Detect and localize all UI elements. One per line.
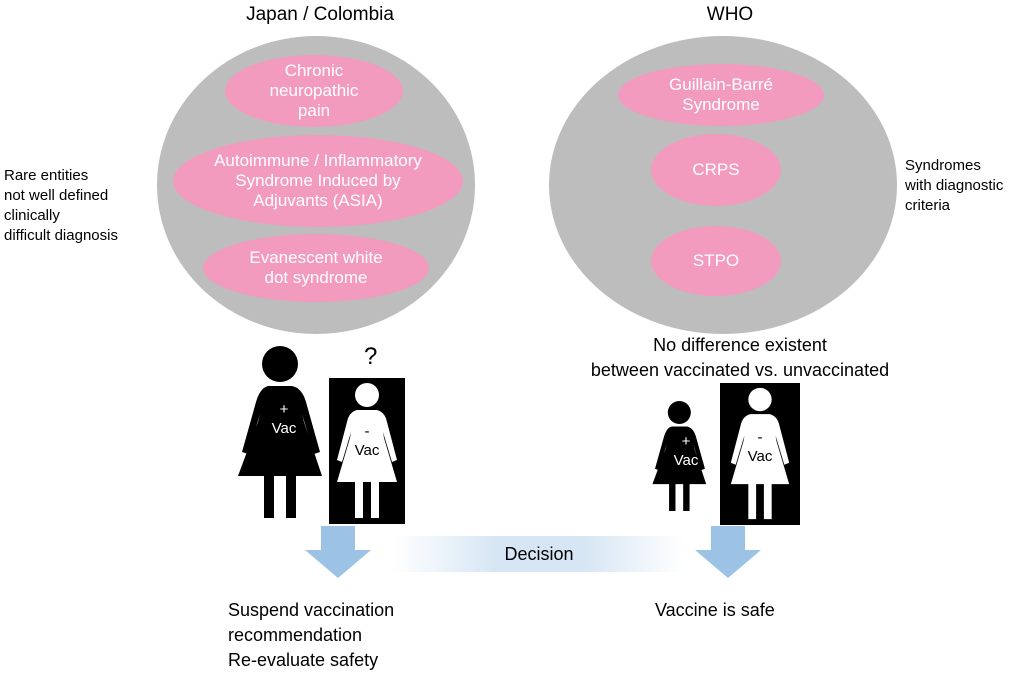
unvaccinated-woman-icon — [337, 383, 397, 518]
right-vaccinated-label: + Vac — [666, 432, 706, 470]
plus-sign: + — [279, 401, 289, 418]
left-heading: Japan / Colombia — [246, 4, 394, 25]
syndrome-evanescent-white-dot: Evanescent white dot syndrome — [203, 234, 429, 302]
syndrome-label: STPO — [692, 251, 740, 270]
side-note-line: clinically — [4, 207, 60, 224]
left-outcome: Suspend vaccination recommendation Re-ev… — [228, 598, 488, 673]
side-note-line: criteria — [905, 197, 951, 214]
syndrome-label: Autoimmune / Inflammatory Syndrome Induc… — [214, 151, 422, 210]
comparison-text: No difference existent between vaccinate… — [540, 333, 940, 383]
right-outcome: Vaccine is safe — [655, 600, 775, 620]
outcome-line: Suspend vaccination — [228, 600, 395, 620]
outcome-line: Re-evaluate safety — [228, 650, 379, 670]
left-vaccinated-label: + Vac — [262, 400, 306, 438]
decision-bar: Decision — [394, 536, 684, 572]
syndrome-label: CRPS — [692, 160, 740, 179]
syndrome-label: Evanescent white dot syndrome — [249, 248, 383, 287]
syndrome-guillain-barre: Guillain-Barré Syndrome — [618, 64, 824, 126]
vaccinated-woman-icon — [238, 346, 322, 518]
plus-sign: + — [681, 433, 691, 450]
decision-label: Decision — [504, 543, 574, 564]
side-note-line: with diagnostic — [905, 177, 1004, 194]
syndrome-label: Chronic neuropathic pain — [269, 61, 359, 120]
right-side-note: Syndromes with diagnostic criteria — [905, 156, 1023, 216]
minus-sign: - — [757, 429, 763, 446]
vaccinated-woman-icon — [652, 400, 707, 512]
vac-label: Vac — [271, 420, 297, 437]
minus-sign: - — [364, 423, 370, 440]
syndrome-label: Guillain-Barré Syndrome — [669, 75, 773, 114]
vac-label: Vac — [747, 448, 773, 465]
left-unvaccinated-label: - Vac — [344, 422, 390, 460]
side-note-line: Syndromes — [905, 157, 981, 174]
left-side-note: Rare entities not well defined clinicall… — [4, 166, 154, 246]
outcome-line: recommendation — [228, 625, 363, 645]
comparison-line: between vaccinated vs. unvaccinated — [590, 360, 890, 380]
comparison-line: No difference existent — [653, 335, 827, 355]
question-mark: ? — [364, 343, 378, 370]
right-heading: WHO — [706, 4, 754, 25]
unvaccinated-woman-icon — [730, 387, 790, 520]
down-arrow-icon — [695, 526, 761, 578]
syndrome-chronic-neuropathic-pain: Chronic neuropathic pain — [225, 55, 403, 127]
side-note-line: Rare entities — [4, 167, 89, 184]
syndrome-stpo: STPO — [651, 226, 781, 296]
right-unvaccinated-label: - Vac — [737, 428, 783, 466]
syndrome-crps: CRPS — [651, 134, 781, 206]
vac-label: Vac — [354, 442, 380, 459]
vac-label: Vac — [673, 452, 699, 469]
side-note-line: difficult diagnosis — [4, 227, 118, 244]
side-note-line: not well defined — [4, 187, 109, 204]
syndrome-asia: Autoimmune / Inflammatory Syndrome Induc… — [173, 135, 463, 227]
down-arrow-icon — [305, 526, 371, 578]
